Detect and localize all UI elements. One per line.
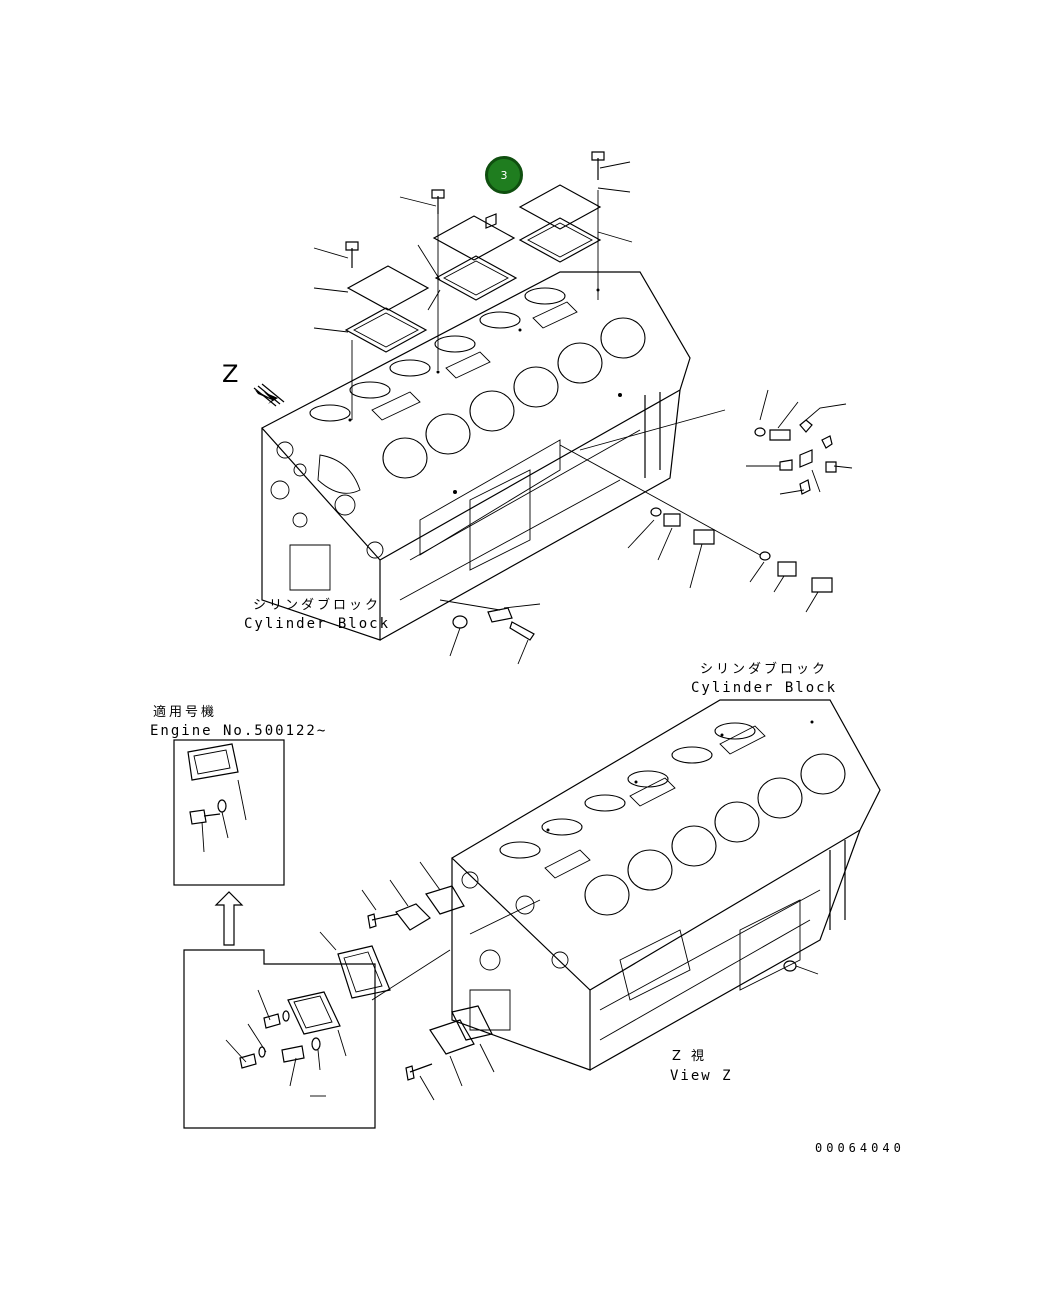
- lower-covers: [319, 861, 541, 1101]
- engine-no-label: Engine No.500122~: [150, 723, 328, 739]
- view-z-arrow: [253, 383, 285, 407]
- lower-block-label-en: Cylinder Block: [691, 680, 838, 696]
- upper-cylinder-block: [261, 271, 761, 641]
- upper-covers: [313, 151, 633, 420]
- lower-cylinder-block: [451, 699, 881, 1071]
- view-z-label-jp: Z 視: [672, 1049, 708, 1064]
- applicable-label-jp: 適用号機: [153, 705, 218, 720]
- engine-no-inset: [173, 739, 285, 886]
- upper-block-label-jp: シリンダブロック: [253, 598, 382, 613]
- drawing-number: 00064040: [815, 1141, 905, 1155]
- lower-block-label-jp: シリンダブロック: [700, 662, 829, 677]
- part-callout-3[interactable]: 3: [485, 156, 523, 194]
- upper-block-label-en: Cylinder Block: [244, 616, 391, 632]
- lower-inset: [183, 949, 376, 1129]
- sensor-parts: [449, 389, 853, 665]
- view-marker-z: Z: [222, 360, 239, 388]
- view-z-label-en: View Z: [670, 1068, 733, 1084]
- up-arrow: [214, 891, 244, 946]
